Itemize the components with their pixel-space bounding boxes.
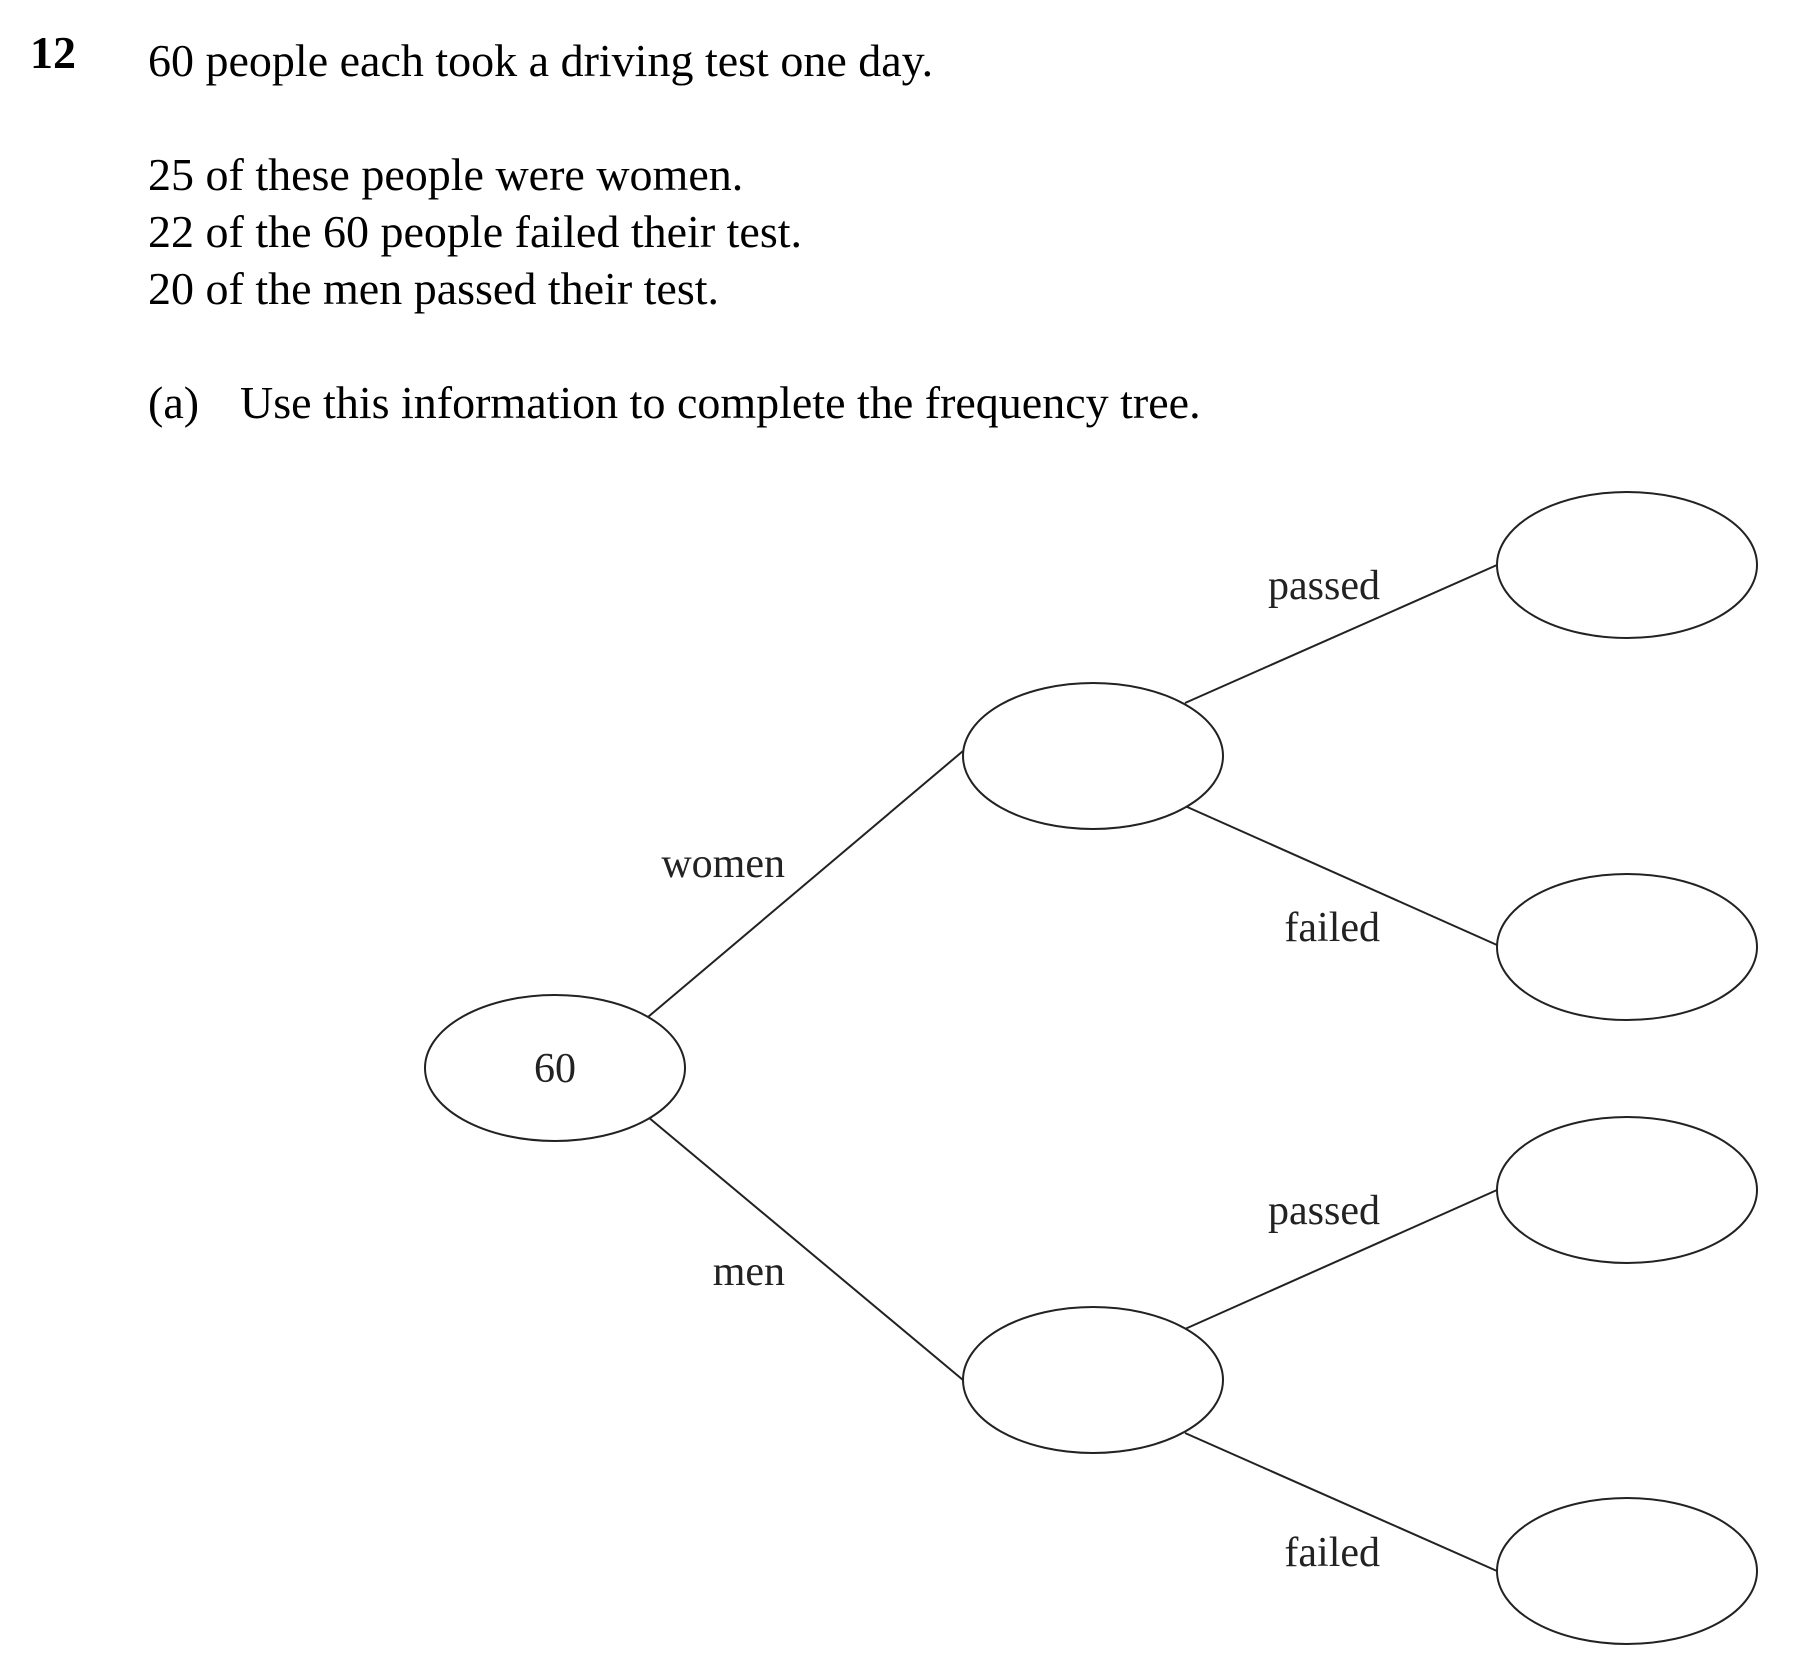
fact-women: 25 of these people were women. (148, 149, 744, 200)
fact-men-passed: 20 of the men passed their test. (148, 263, 720, 314)
branch-men (647, 1116, 964, 1381)
label-women-passed: passed (1268, 563, 1380, 609)
fact-failed: 22 of the 60 people failed their test. (148, 206, 803, 257)
label-men: men (713, 1249, 785, 1295)
branch-men-passed (1184, 1189, 1498, 1330)
label-men-failed: failed (1284, 1530, 1380, 1576)
women-box[interactable] (962, 682, 1224, 830)
part-a-label: (a) (148, 377, 200, 428)
branch-women-passed (1184, 564, 1498, 704)
men-passed-box[interactable] (1496, 1116, 1758, 1264)
label-women-failed: failed (1284, 905, 1380, 951)
label-women: women (661, 841, 785, 887)
women-passed-box[interactable] (1496, 491, 1758, 639)
men-failed-box[interactable] (1496, 1497, 1758, 1645)
branch-men-failed (1184, 1432, 1498, 1572)
branch-women-failed (1184, 805, 1498, 946)
question-intro: 60 people each took a driving test one d… (148, 35, 934, 86)
women-failed-box[interactable] (1496, 873, 1758, 1021)
part-a: (a) Use this information to complete the … (148, 380, 1201, 426)
men-box[interactable] (962, 1306, 1224, 1454)
label-men-passed: passed (1268, 1188, 1380, 1234)
root-value: 60 (534, 1046, 576, 1092)
branch-women (647, 750, 964, 1018)
part-a-instruction: Use this information to complete the fre… (240, 377, 1201, 428)
root-node (424, 994, 686, 1142)
question-number: 12 (30, 27, 76, 78)
